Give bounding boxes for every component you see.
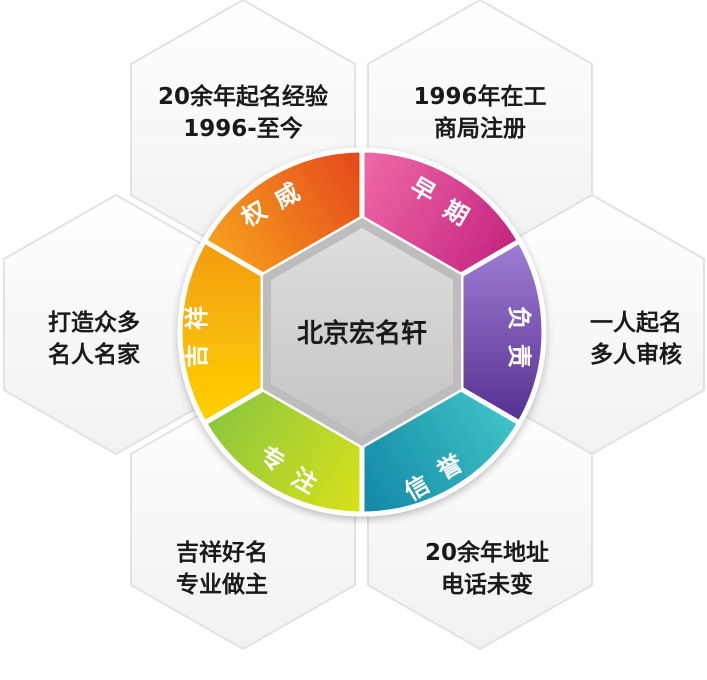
segment-left-char-1: 吉 [183, 344, 211, 368]
center-title: 北京宏名轩 [297, 318, 427, 349]
panel-top-right-line-2: 商局注册 [434, 115, 526, 142]
panel-bottom-left-line-1: 吉祥好名 [176, 539, 268, 566]
panel-right-line-1: 一人起名 [590, 309, 682, 336]
panel-top-left-line-2: 1996-至今 [183, 115, 303, 142]
panel-top-left-line-1: 20余年起名经验 [158, 83, 328, 110]
panel-top-right-line-1: 1996年在工 [413, 83, 546, 110]
center-hexagon-inner [271, 228, 453, 436]
panel-bottom-left-line-2: 专业做主 [176, 571, 268, 598]
panel-bottom-right-line-2: 电话未变 [441, 571, 533, 598]
segment-right-char-1: 负 [505, 306, 533, 330]
panel-texts: 20余年起名经验 1996-至今 1996年在工 商局注册 一人起名 多人审核 … [48, 83, 682, 598]
outer-panels [3, 0, 705, 651]
ring-segment-left [177, 238, 266, 426]
color-ring [177, 147, 547, 517]
panel-left-line-1: 打造众多 [48, 309, 140, 336]
segment-left-char-2: 祥 [183, 306, 211, 330]
panel-left-line-2: 名人名家 [48, 341, 140, 368]
segment-right-char-2: 责 [505, 344, 533, 368]
panel-right-line-2: 多人审核 [590, 341, 682, 368]
panel-bottom-right-line-1: 20余年地址 [425, 539, 549, 566]
